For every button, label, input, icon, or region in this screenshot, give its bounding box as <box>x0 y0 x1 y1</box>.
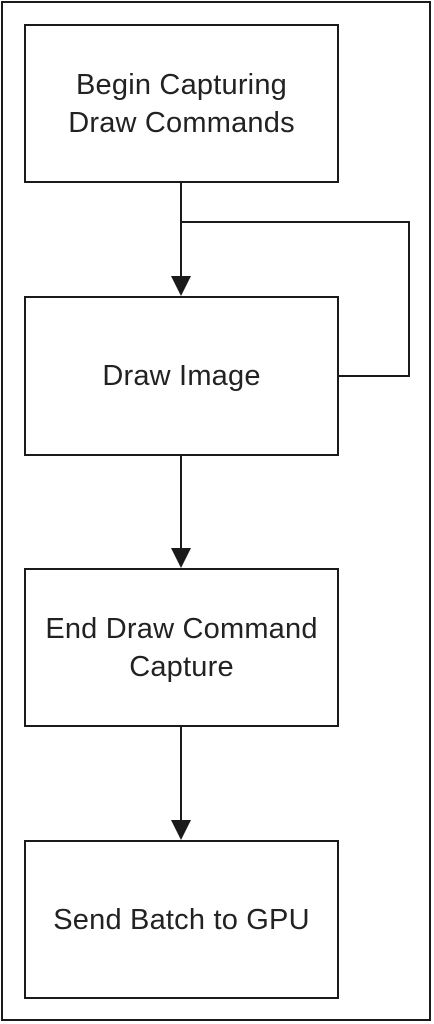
node-label-end: End Draw Command Capture <box>45 612 318 683</box>
node-draw-image: Draw Image <box>24 296 339 456</box>
node-label-send: Send Batch to GPU <box>53 903 310 936</box>
node-begin-capturing: Begin Capturing Draw Commands <box>24 24 339 183</box>
arrowhead-begin-to-draw <box>171 276 191 296</box>
edge-draw-loop <box>181 221 410 377</box>
node-end-capture: End Draw Command Capture <box>24 568 339 727</box>
node-label-draw: Draw Image <box>102 360 261 392</box>
arrowhead-end-to-send <box>171 820 191 840</box>
node-label-begin: Begin Capturing Draw Commands <box>68 68 295 139</box>
arrowhead-draw-to-end <box>171 548 191 568</box>
node-send-batch: Send Batch to GPU <box>24 840 339 999</box>
